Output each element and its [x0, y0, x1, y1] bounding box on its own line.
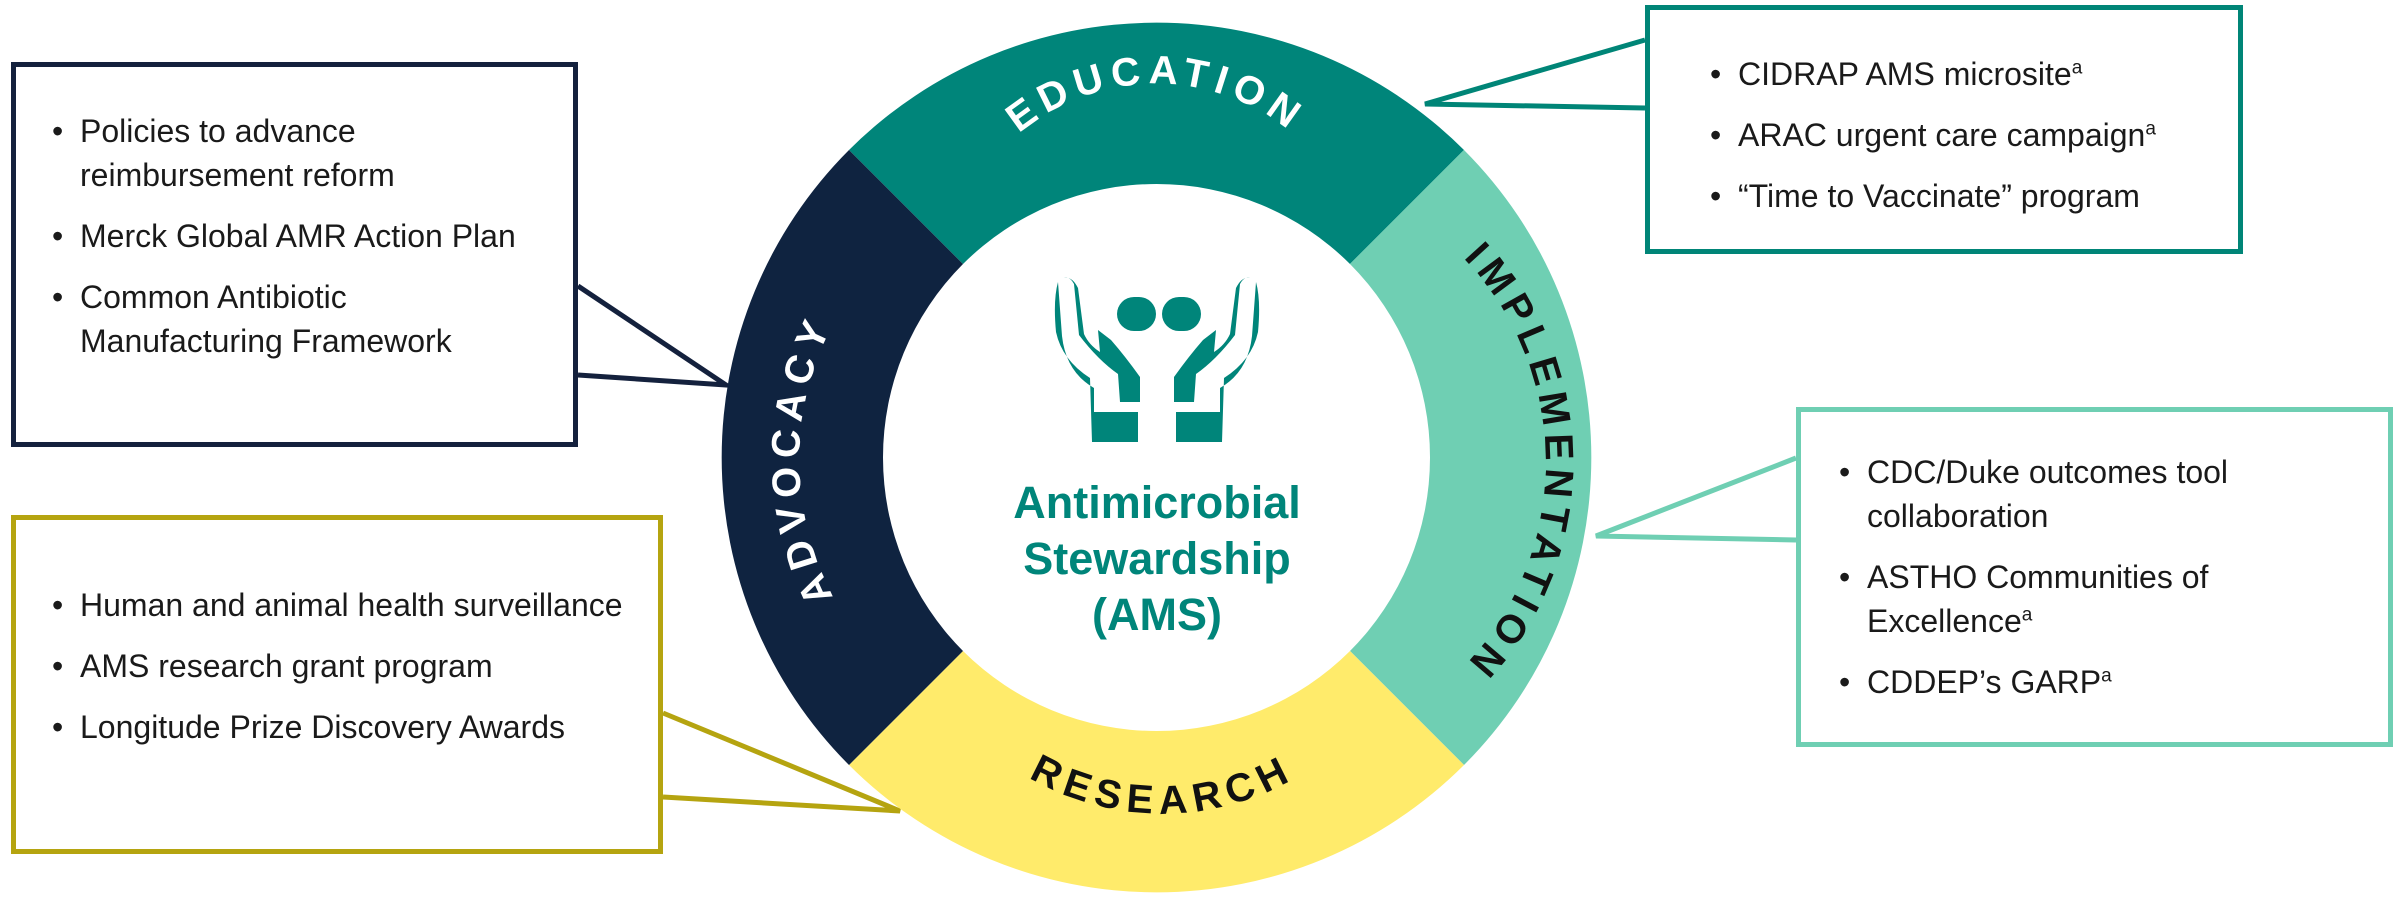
- callout-advocacy-list: Policies to advance reimbursement reform…: [52, 109, 543, 363]
- callout-research-list: Human and animal health surveillance AMS…: [52, 583, 628, 749]
- list-item: CDC/Duke outcomes tool collaboration: [1839, 450, 2358, 538]
- callout-implementation: CDC/Duke outcomes tool collaboration AST…: [1796, 407, 2393, 747]
- list-item: ARAC urgent care campaigna: [1710, 113, 2208, 157]
- segment-implementation: [1350, 150, 1592, 765]
- list-item: CIDRAP AMS micrositea: [1710, 52, 2208, 96]
- capsule-left-half: [1117, 297, 1156, 331]
- list-item: Merck Global AMR Action Plan: [52, 214, 543, 258]
- list-item: AMS research grant program: [52, 644, 628, 688]
- callout-research: Human and animal health surveillance AMS…: [11, 515, 663, 854]
- callout-education: CIDRAP AMS micrositea ARAC urgent care c…: [1645, 5, 2243, 254]
- callout-advocacy: Policies to advance reimbursement reform…: [11, 62, 578, 447]
- capsule-right-half: [1162, 297, 1201, 331]
- list-item: Longitude Prize Discovery Awards: [52, 705, 628, 749]
- connector-research: [662, 710, 901, 814]
- list-item: ASTHO Communities of Excellencea: [1839, 555, 2358, 643]
- list-item: “Time to Vaccinate” program: [1710, 174, 2208, 218]
- connector-education: [1424, 37, 1646, 111]
- callout-education-list: CIDRAP AMS micrositea ARAC urgent care c…: [1710, 52, 2208, 218]
- right-hand-shape: [1174, 277, 1260, 442]
- segment-research: [849, 651, 1464, 893]
- list-item: Policies to advance reimbursement reform: [52, 109, 543, 197]
- connector-advocacy: [576, 283, 736, 389]
- center-title-line3: (AMS): [1092, 589, 1222, 640]
- callout-implementation-list: CDC/Duke outcomes tool collaboration AST…: [1839, 450, 2358, 704]
- connector-implementation: [1595, 455, 1797, 543]
- list-item: Common Antibiotic Manufacturing Framewor…: [52, 275, 543, 363]
- connector-lines: [576, 37, 1797, 814]
- center-title-line2: Stewardship: [1023, 533, 1291, 584]
- center-title-line1: Antimicrobial: [1013, 477, 1301, 528]
- ams-ring: [721, 22, 1592, 893]
- segment-advocacy: [721, 150, 963, 765]
- list-item: CDDEP’s GARPa: [1839, 660, 2358, 704]
- hands-holding-capsule-icon: [1054, 277, 1260, 442]
- left-hand-shape: [1054, 277, 1140, 442]
- list-item: Human and animal health surveillance: [52, 583, 628, 627]
- segment-education: [849, 22, 1464, 264]
